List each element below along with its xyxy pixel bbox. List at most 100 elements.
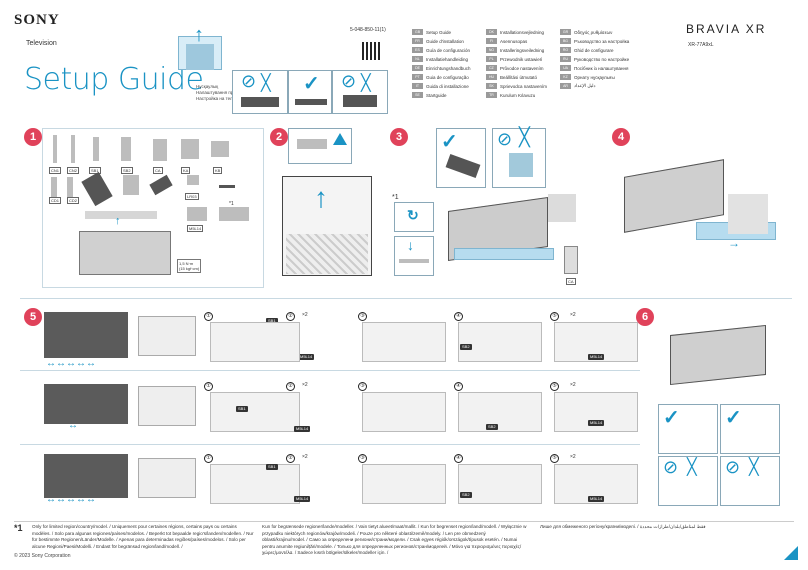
unboxing-illustration: ↑ (172, 22, 232, 80)
part-label: M5L14 (294, 496, 311, 502)
step-5-badge: 5 (24, 308, 42, 326)
part-number: 5-048-850-11(1) (350, 27, 386, 33)
part-label: SB2 (460, 492, 472, 498)
part-label: SB1 (236, 406, 248, 412)
product-type: Television (26, 40, 57, 47)
part-label: KB (213, 167, 223, 174)
substep-1: ① (204, 382, 213, 391)
note-marker: *1 (229, 201, 234, 207)
sony-logo: SONY (14, 12, 60, 28)
substep-2: ② (286, 454, 295, 463)
footer-note-marker: *1 (14, 523, 23, 533)
title-translation-1: Нүсқаулық (196, 84, 219, 89)
times-2: ×2 (302, 382, 308, 388)
model-number: XR-77A9xL (688, 42, 714, 48)
times-2: ×2 (302, 312, 308, 318)
bravia-logo: BRAVIA XR (686, 22, 767, 36)
substep-3: ③ (358, 312, 367, 321)
substep-5: ⑤ (550, 382, 559, 391)
substep-3: ③ (358, 454, 367, 463)
footer-divider (14, 521, 794, 522)
part-label: CN1 (49, 167, 62, 174)
copyright: © 2023 Sony Corporation (14, 553, 71, 559)
corner-mark (784, 546, 798, 560)
step-3-badge: 3 (390, 128, 408, 146)
part-label: KA (181, 167, 191, 174)
step-4-badge: 4 (612, 128, 630, 146)
times-2: ×2 (570, 454, 576, 460)
unboxing-dont-panel-1: ⊘╳ (232, 70, 288, 114)
footer-note-3: Лише для обмеженого регіону/країни/модел… (540, 524, 706, 529)
part-label: CN2 (67, 167, 80, 174)
times-2: ×2 (302, 454, 308, 460)
torque-spec: 1,5 N·m (15 kgf·cm) (177, 259, 202, 273)
substep-1: ① (204, 454, 213, 463)
substep-1: ① (204, 312, 213, 321)
step-4-illustration: → (616, 150, 792, 260)
footer-note-2: Kun for begrænsede regioner/lande/modell… (262, 524, 527, 555)
step-2-badge: 2 (270, 128, 288, 146)
title-translation-3: Настройка на телевизора (196, 96, 250, 101)
page-title: Setup Guide (24, 62, 204, 97)
part-label: M5L14 (187, 225, 204, 232)
part-label: LR03 (185, 193, 199, 200)
substep-5: ⑤ (550, 312, 559, 321)
part-label: CD2 (67, 197, 80, 204)
part-label: SB2 (121, 167, 133, 174)
footer-note-1: Only for limited region/country/model. /… (32, 524, 254, 549)
title-translation-2: Налаштування продукту (196, 90, 247, 95)
part-label: M5L14 (588, 354, 605, 360)
substep-4: ④ (454, 382, 463, 391)
note-marker: *1 (392, 194, 399, 201)
times-2: ×2 (570, 312, 576, 318)
part-label: SB2 (486, 424, 498, 430)
step-5-section: ↔↔↔↔↔ ① ② ×2 SB1 M5L14 ③ ④ ⑤ ×2 SB2 M5L1… (20, 308, 640, 518)
step-2-illustration: ↑ (276, 128, 378, 288)
substep-4: ④ (454, 312, 463, 321)
step-1-parts: CN1 CN2 SB1 SB2 CA KA KB CD1 CD2 LR03 *1… (42, 128, 264, 288)
part-label: CA (566, 278, 576, 285)
substep-4: ④ (454, 454, 463, 463)
substep-3: ③ (358, 382, 367, 391)
part-label: SB2 (460, 344, 472, 350)
step-3-illustration: ✓ ⊘ ╳ *1 ↻ ↓ CA (388, 127, 598, 288)
substep-5: ⑤ (550, 454, 559, 463)
part-label: M5L14 (298, 354, 315, 360)
substep-2: ② (286, 382, 295, 391)
title-translations: Нүсқаулық Налаштування продукту Настройк… (196, 84, 250, 102)
part-label: CA (153, 167, 163, 174)
substep-2: ② (286, 312, 295, 321)
step-6-illustration: ✓ ✓ ⊘╳ ⊘╳ (650, 320, 792, 520)
times-2: ×2 (570, 382, 576, 388)
section-divider (20, 298, 792, 299)
unboxing-dont-panel-2: ⊘╳ (332, 70, 388, 114)
step-6-badge: 6 (636, 308, 654, 326)
part-label: SB1 (266, 318, 278, 324)
part-label: SB1 (266, 464, 278, 470)
part-label: CD1 (49, 197, 62, 204)
part-label: M5L14 (294, 426, 311, 432)
unboxing-ok-panel: ✓ (288, 70, 332, 114)
